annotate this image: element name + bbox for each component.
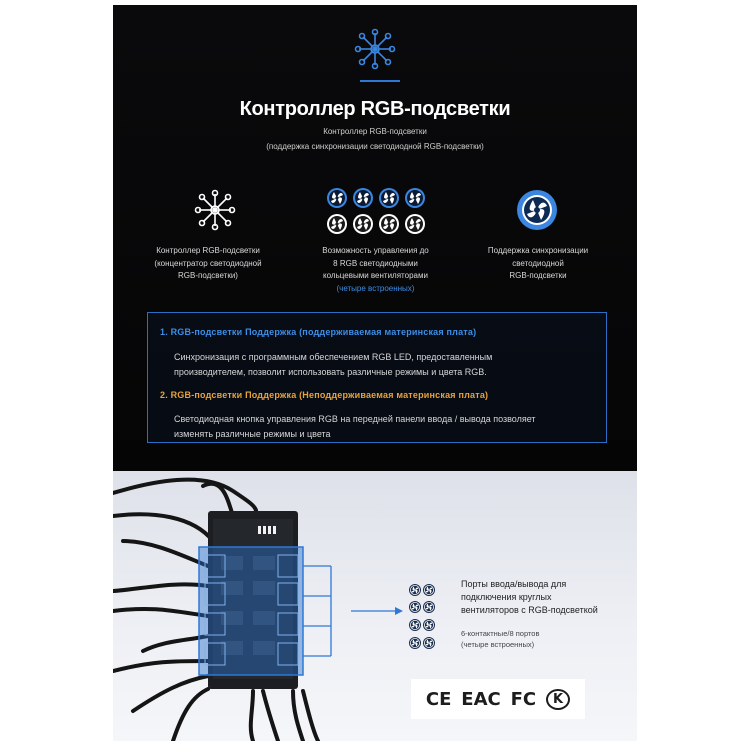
feature-line: (концентратор светодиодной xyxy=(154,258,262,268)
support-heading-supported: 1. RGB-подсветки Поддержка (поддерживаем… xyxy=(160,327,477,337)
fan-sync-icon xyxy=(517,190,557,230)
product-panel: Порты ввода/вывода для подключения кругл… xyxy=(113,471,637,741)
feature-line: кольцевыми вентиляторами xyxy=(323,271,428,280)
feature-controller: Контроллер RGB-подсветки (концентратор с… xyxy=(143,245,273,283)
ports-title-line: подключения круглых xyxy=(461,592,552,602)
feature-note: (четыре встроенных) xyxy=(336,283,415,293)
page-subtitle-note: (поддержка синхронизации светодиодной RG… xyxy=(266,142,484,151)
page-subtitle: Контроллер RGB-подсветки xyxy=(323,127,427,136)
support-text-supported: Синхронизация с программным обеспечением… xyxy=(174,350,594,379)
feature-line: Возможность управления до xyxy=(322,246,429,255)
support-heading-unsupported: 2. RGB-подсветки Поддержка (Неподдержива… xyxy=(160,390,489,400)
ports-sub-line: (четыре встроенных) xyxy=(461,640,535,649)
feature-line: Поддержка синхронизации xyxy=(487,246,589,255)
fan-grid-icon xyxy=(327,188,425,234)
ce-mark: CE xyxy=(425,688,452,710)
ports-title: Порты ввода/вывода для подключения кругл… xyxy=(461,578,631,617)
ports-title-line: вентиляторов с RGB-подсветкой xyxy=(461,605,598,615)
fcc-mark: FC xyxy=(510,688,537,710)
eac-mark: EAC xyxy=(461,688,501,710)
ports-title-line: Порты ввода/вывода для xyxy=(461,579,567,589)
feature-line: 8 RGB светодиодными xyxy=(333,258,418,268)
page-title: Контроллер RGB-подсветки xyxy=(239,98,511,120)
feature-line: светодиодной xyxy=(512,258,564,268)
feature-sync: Поддержка синхронизации светодиодной RGB… xyxy=(473,245,603,283)
port-grid-icon xyxy=(409,584,435,649)
support-box: 1. RGB-подсветки Поддержка (поддерживаем… xyxy=(147,312,607,443)
controller-board-photo xyxy=(113,477,403,741)
feature-line: Контроллер RGB-подсветки xyxy=(156,246,260,255)
hub-network-icon xyxy=(354,28,396,70)
rgb-info-panel: Контроллер RGB-подсветки Контроллер RGB-… xyxy=(113,5,637,471)
hub-network-icon xyxy=(194,189,236,231)
feature-line: RGB-подсветки xyxy=(509,271,567,280)
title-accent-line xyxy=(360,80,400,82)
certification-box: CE EAC FC K xyxy=(411,679,585,719)
support-text-line: производителем, позволит использовать ра… xyxy=(174,366,487,377)
feature-fan-control: Возможность управления до 8 RGB светодио… xyxy=(308,245,443,295)
support-text-line: изменять различные режимы и цвета xyxy=(174,428,331,439)
kc-mark: K xyxy=(545,688,571,710)
support-text-line: Синхронизация с программным обеспечением… xyxy=(174,352,493,362)
ports-sub-line: 6-контактные/8 портов xyxy=(461,629,540,638)
support-text-line: Светодиодная кнопка управления RGB на пе… xyxy=(174,414,536,424)
support-text-unsupported: Светодиодная кнопка управления RGB на пе… xyxy=(174,412,604,441)
feature-line: RGB-подсветки) xyxy=(178,271,238,280)
ports-subtitle: 6-контактные/8 портов (четыре встроенных… xyxy=(461,628,631,650)
